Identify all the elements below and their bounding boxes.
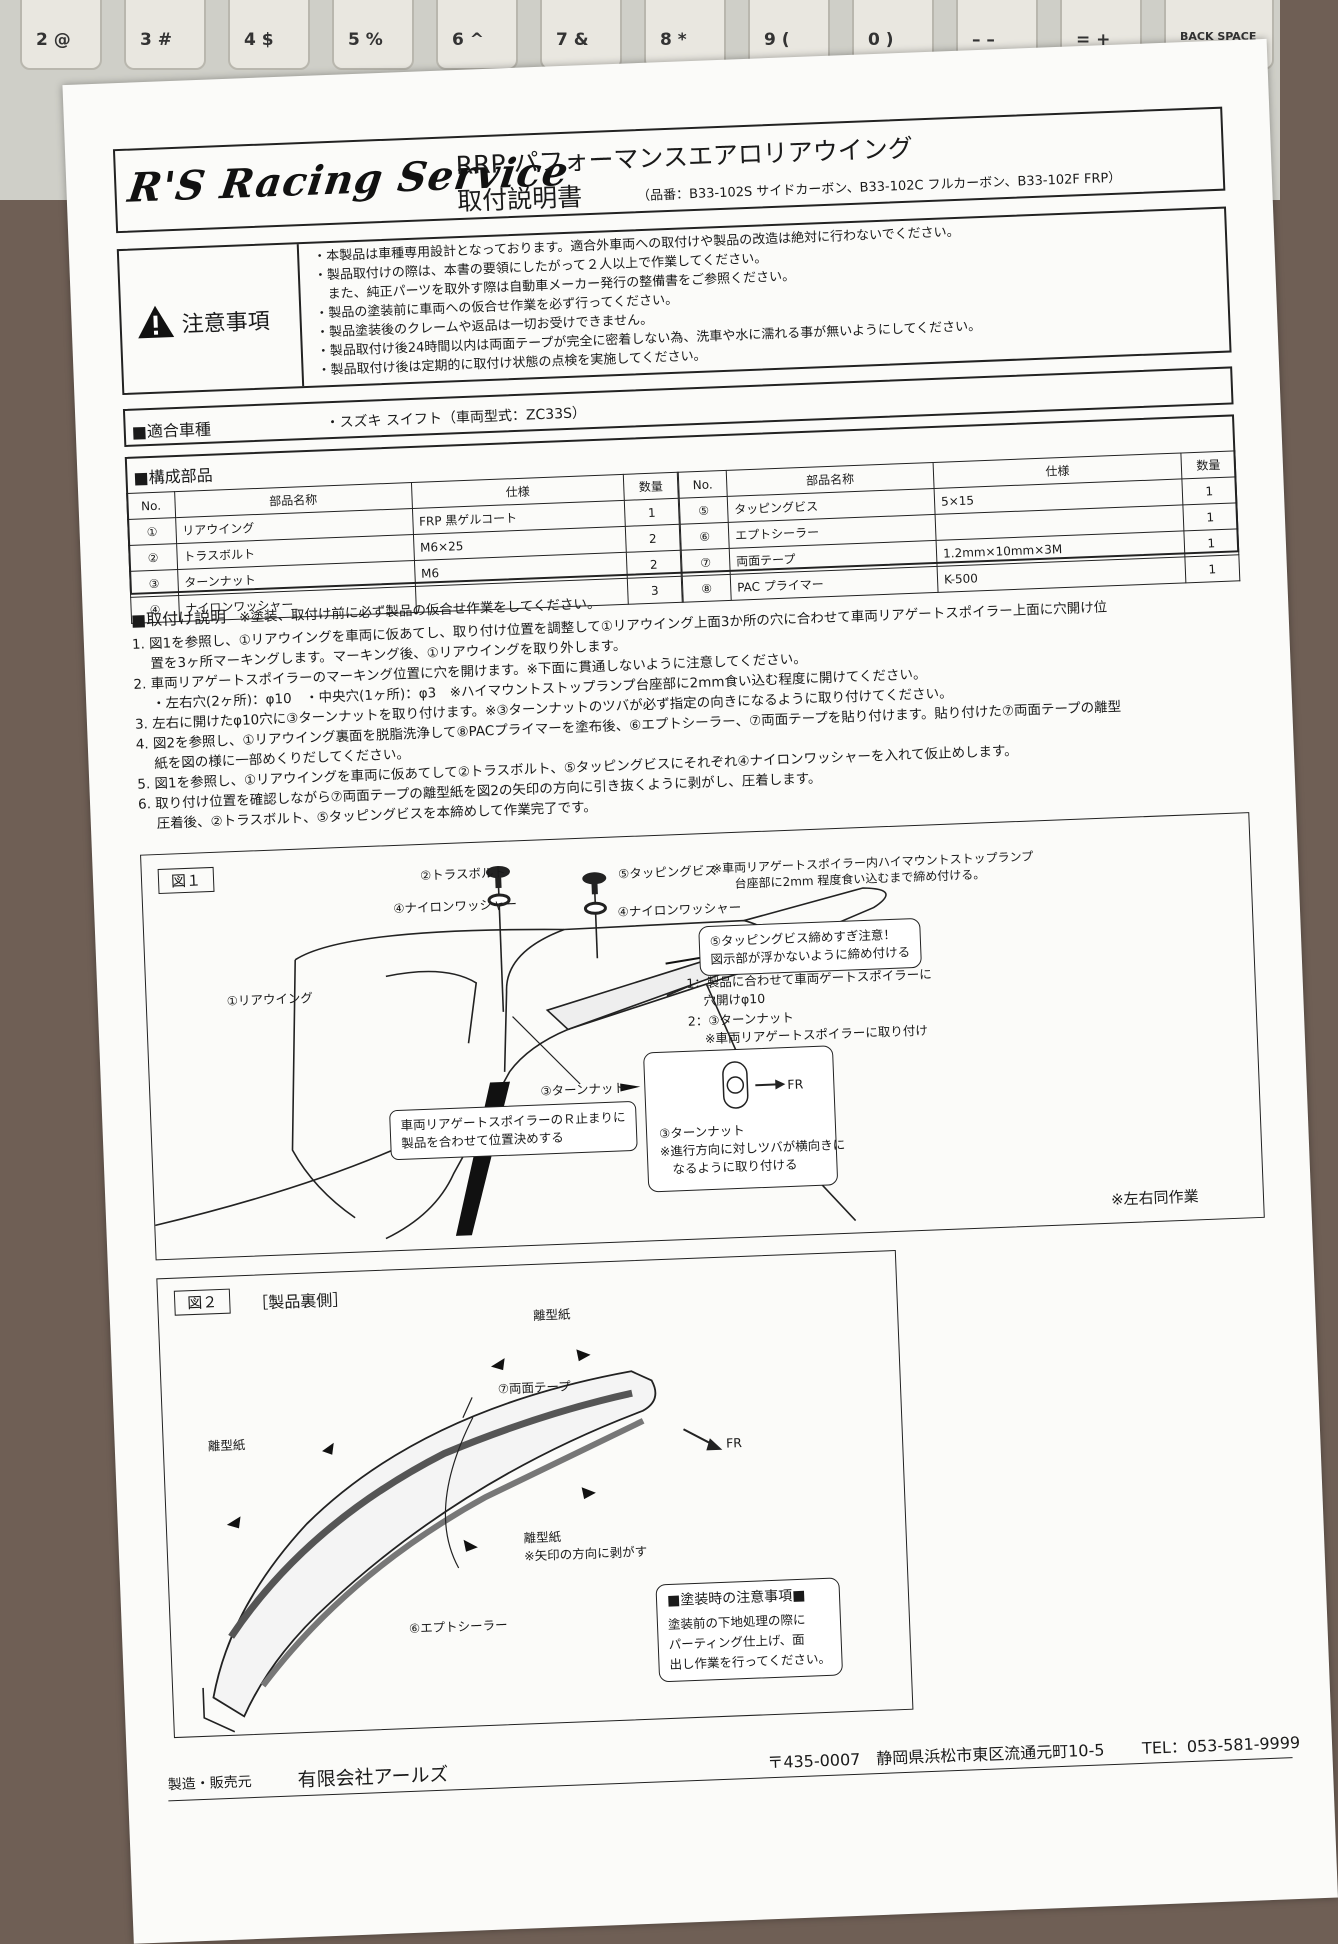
turn-nut-label: ③ターンナット [540, 1080, 627, 1099]
washer-icon [583, 901, 607, 915]
paint-heading: ■塗装時の注意事項■ [666, 1587, 806, 1610]
maker-label: 製造・販売元 [167, 1774, 253, 1794]
fr-label: FR [787, 1076, 804, 1093]
detail-line-3: なるように取り付ける [672, 1156, 798, 1177]
tapping-screw-label: ⑤タッピングビス [617, 862, 718, 882]
hole-note-2: 穴開けφ10 [686, 990, 766, 1009]
column-header: No. [678, 470, 728, 499]
keyboard-key: 8 * [644, 0, 726, 70]
position-callout: 車両リアゲートスポイラーのＲ止まりに 製品を合わせて位置決めする [389, 1100, 638, 1161]
arrow-right-icon [755, 1079, 786, 1090]
keyboard-key: 6 ^ [436, 0, 518, 70]
paint-caution-box: ■塗装時の注意事項■ 塗装前の下地処理の際に パーティング仕上げ、面 出し作業を… [655, 1577, 843, 1683]
sealer-label: ⑥エプトシーラー [408, 1617, 508, 1636]
truss-bolt-icon [485, 865, 510, 889]
company-tel: TEL：053-581-9999 [1141, 1732, 1301, 1758]
caution-heading-cell: 注意事項 [118, 244, 305, 393]
part-qty: 1 [1182, 502, 1238, 531]
company-name: 有限会社アールズ [297, 1763, 449, 1792]
instructions-heading: ■取付け説明 [130, 607, 227, 630]
footer: 製造・販売元 有限会社アールズ 〒435-0007 静岡県浜松市東区流通元町10… [167, 1725, 1300, 1802]
washer-icon [487, 893, 511, 907]
part-qty: 2 [626, 550, 682, 579]
figure-2: 図２ ［製品裏側］ 離型紙 ⑦両面テープ FR 離型紙 離型紙 ※矢印の方向に剥… [156, 1249, 914, 1739]
part-no: ⑦ [681, 548, 731, 577]
truss-bolt-label: ②トラスボルト [419, 864, 507, 883]
column-header: 数量 [623, 472, 679, 501]
caution-lines: ・本製品は車種専用設計となっております。適合外車両への取付けや製品の改造は絶対に… [313, 222, 982, 380]
figure-1: 図１ [140, 812, 1265, 1261]
company-address: 〒435-0007 静岡県浜松市東区流通元町10-5 [767, 1740, 1105, 1773]
keyboard-key: 4 $ [228, 0, 310, 70]
document-subtitle: 取付説明書 [456, 182, 583, 217]
keyboard-key: 7 & [540, 0, 622, 70]
keyboard-key: 3 # [124, 0, 206, 70]
part-no: ② [128, 543, 178, 572]
tapping-screw-icon [582, 872, 607, 895]
vehicle-heading: ■適合車種 [131, 419, 212, 442]
part-no: ⑥ [680, 522, 730, 551]
caution-box: 注意事項 ・本製品は車種専用設計となっております。適合外車両への取付けや製品の改… [116, 206, 1232, 396]
part-no: ⑤ [679, 496, 729, 525]
caution-heading: 注意事項 [181, 309, 271, 338]
part-qty: 1 [624, 498, 680, 527]
keyboard-key: 5 % [332, 0, 414, 70]
double-tape-label: ⑦両面テープ [497, 1378, 572, 1397]
parts-box: ■構成部品 No. 部品名称 仕様 数量 ① リアウイング FRP 黒ゲルコート… [124, 414, 1240, 624]
instruction-sheet: R'S Racing Service RRP パフォーマンスエアロリアウイング … [62, 38, 1338, 1944]
column-header: 数量 [1180, 450, 1236, 479]
warning-triangle-icon [138, 305, 175, 339]
fr-label-2: FR [725, 1435, 743, 1451]
vehicle-value: ・スズキ スイフト（車両型式：ZC33S） [325, 405, 587, 432]
rear-wing-label: ①リアウイング [226, 990, 314, 1009]
wing-underside-illustration [202, 1349, 723, 1733]
part-qty: 1 [1181, 476, 1237, 505]
column-header: No. [126, 491, 176, 520]
instructions-section: ■取付け説明 ※塗装、取付け前に必ず製品の仮合せ作業をしてください。 1. 図1… [131, 564, 1249, 834]
part-qty: 2 [625, 524, 681, 553]
turn-nut-icon [722, 1061, 749, 1109]
product-title: RRP パフォーマンスエアロリアウイング [455, 133, 914, 181]
both-sides-note: ※左右同作業 [1110, 1187, 1199, 1209]
release-paper-top: 離型紙 [532, 1306, 571, 1323]
parts-heading: ■構成部品 [133, 465, 214, 488]
part-no: ③ [129, 569, 179, 598]
keyboard-key: 2 @ [20, 0, 102, 70]
part-no: ① [127, 517, 177, 546]
part-qty: 1 [1183, 528, 1239, 557]
turn-nut-detail: FR ③ターンナット ※進行方向に対しツバが横向きに なるように取り付ける [643, 1045, 845, 1193]
release-paper-left: 離型紙 [207, 1437, 246, 1454]
